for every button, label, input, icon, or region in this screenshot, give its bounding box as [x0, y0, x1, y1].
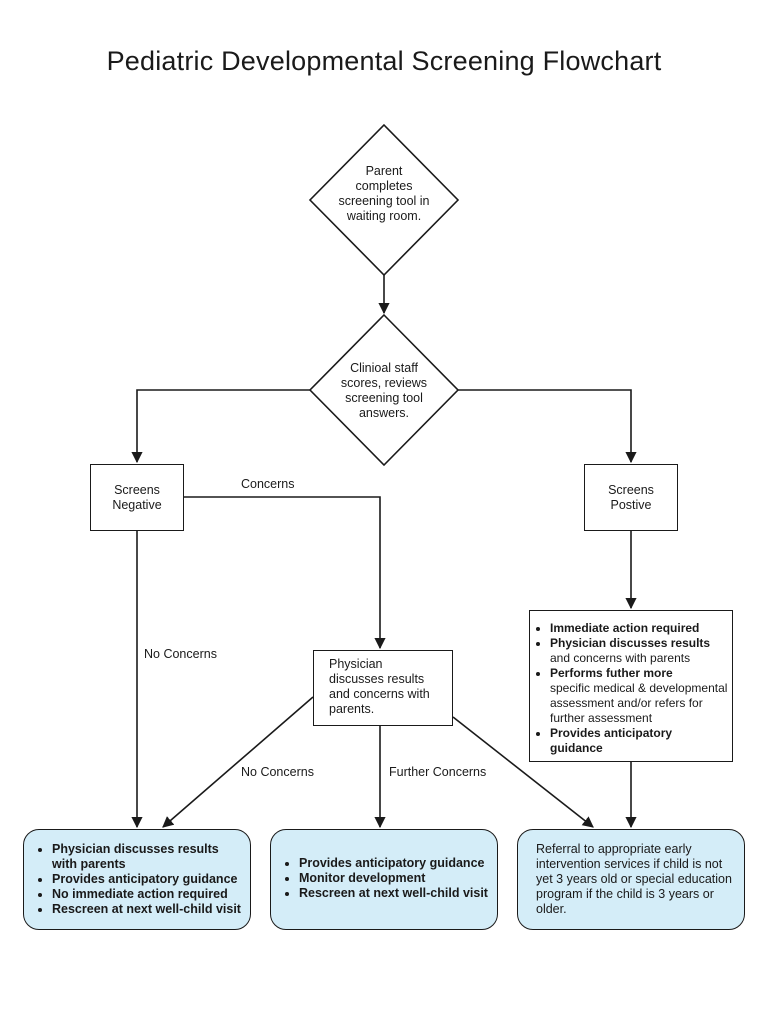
list-item: Physician discusses results with parents	[52, 842, 244, 872]
edge-physician-referral	[452, 716, 594, 828]
outcome-no-concerns-box: Physician discusses results with parents…	[23, 829, 251, 930]
edge-label-concerns: Concerns	[241, 477, 295, 491]
edge-label-no-concerns-mid: No Concerns	[241, 765, 314, 779]
list-item: Immediate action required	[550, 621, 728, 636]
positive-actions-box: Immediate action required Physician disc…	[529, 610, 733, 762]
outcome-monitor-list: Provides anticipatory guidance Monitor d…	[287, 856, 491, 901]
list-item: Provides anticipatory guidance	[550, 726, 728, 756]
edge-label-further-concerns: Further Concerns	[389, 765, 487, 779]
edge-physician-left	[162, 696, 314, 828]
parent-node-text: Parent completes screening tool in waiti…	[338, 164, 430, 223]
screens-negative-box: Screens Negative	[90, 464, 184, 531]
list-item: No immediate action required	[52, 887, 244, 902]
edge-staff-negative	[131, 389, 310, 464]
outcome-no-concerns-list: Physician discusses results with parents…	[40, 842, 244, 917]
screens-positive-box: Screens Postive	[584, 464, 678, 531]
edge-negative-physician	[184, 496, 386, 650]
edge-label-no-concerns-left: No Concerns	[144, 647, 217, 661]
referral-text: Referral to appropriate early interventi…	[536, 842, 732, 916]
positive-actions-list: Immediate action required Physician disc…	[538, 621, 728, 756]
list-item: Provides anticipatory guidance	[52, 872, 244, 887]
outcome-referral-box: Referral to appropriate early interventi…	[517, 829, 745, 930]
list-item: Provides anticipatory guidance	[299, 856, 491, 871]
physician-discusses-box: Physician discusses results and concerns…	[313, 650, 453, 726]
page-title: Pediatric Developmental Screening Flowch…	[106, 46, 662, 76]
list-item: Monitor development	[299, 871, 491, 886]
edge-staff-positive	[458, 389, 637, 464]
staff-node-text: Clinioal staff scores, reviews screening…	[340, 361, 428, 420]
staff-diamond	[308, 313, 460, 467]
list-item: Rescreen at next well-child visit	[299, 886, 491, 901]
list-item: Rescreen at next well-child visit	[52, 902, 244, 917]
outcome-monitor-box: Provides anticipatory guidance Monitor d…	[270, 829, 498, 930]
